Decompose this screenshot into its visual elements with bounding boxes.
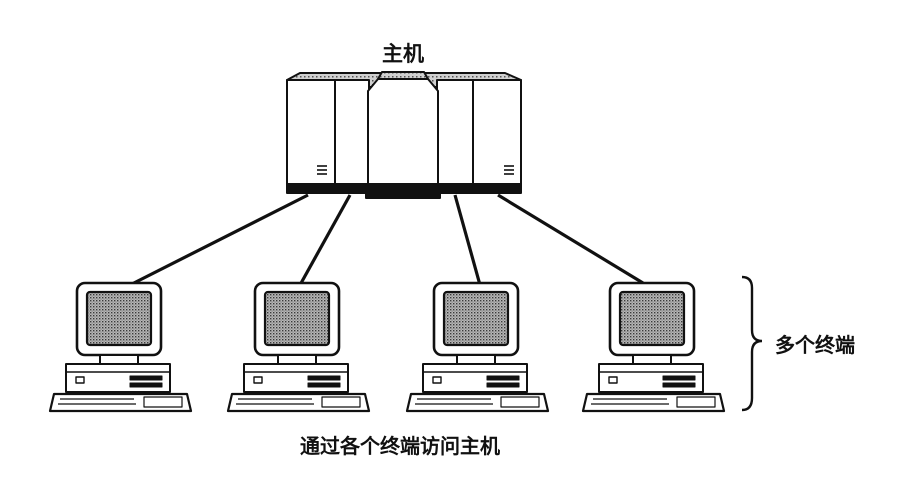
terminals-group (48, 281, 726, 413)
diagram-caption: 通过各个终端访问主机 (300, 434, 500, 458)
mainframe-icon (286, 71, 522, 199)
terminals-label: 多个终端 (775, 333, 855, 357)
terminal-computer-icon (226, 281, 371, 413)
terminal-computer-icon (405, 281, 550, 413)
connection-line (125, 193, 309, 289)
connection-line (453, 194, 482, 286)
host-label: 主机 (382, 42, 424, 66)
connection-line (298, 194, 352, 286)
terminal-computer-icon (48, 281, 193, 413)
connection-lines (125, 193, 644, 289)
connection-line (497, 193, 644, 285)
brace-icon (741, 275, 763, 412)
terminal-computer-icon (581, 281, 726, 413)
